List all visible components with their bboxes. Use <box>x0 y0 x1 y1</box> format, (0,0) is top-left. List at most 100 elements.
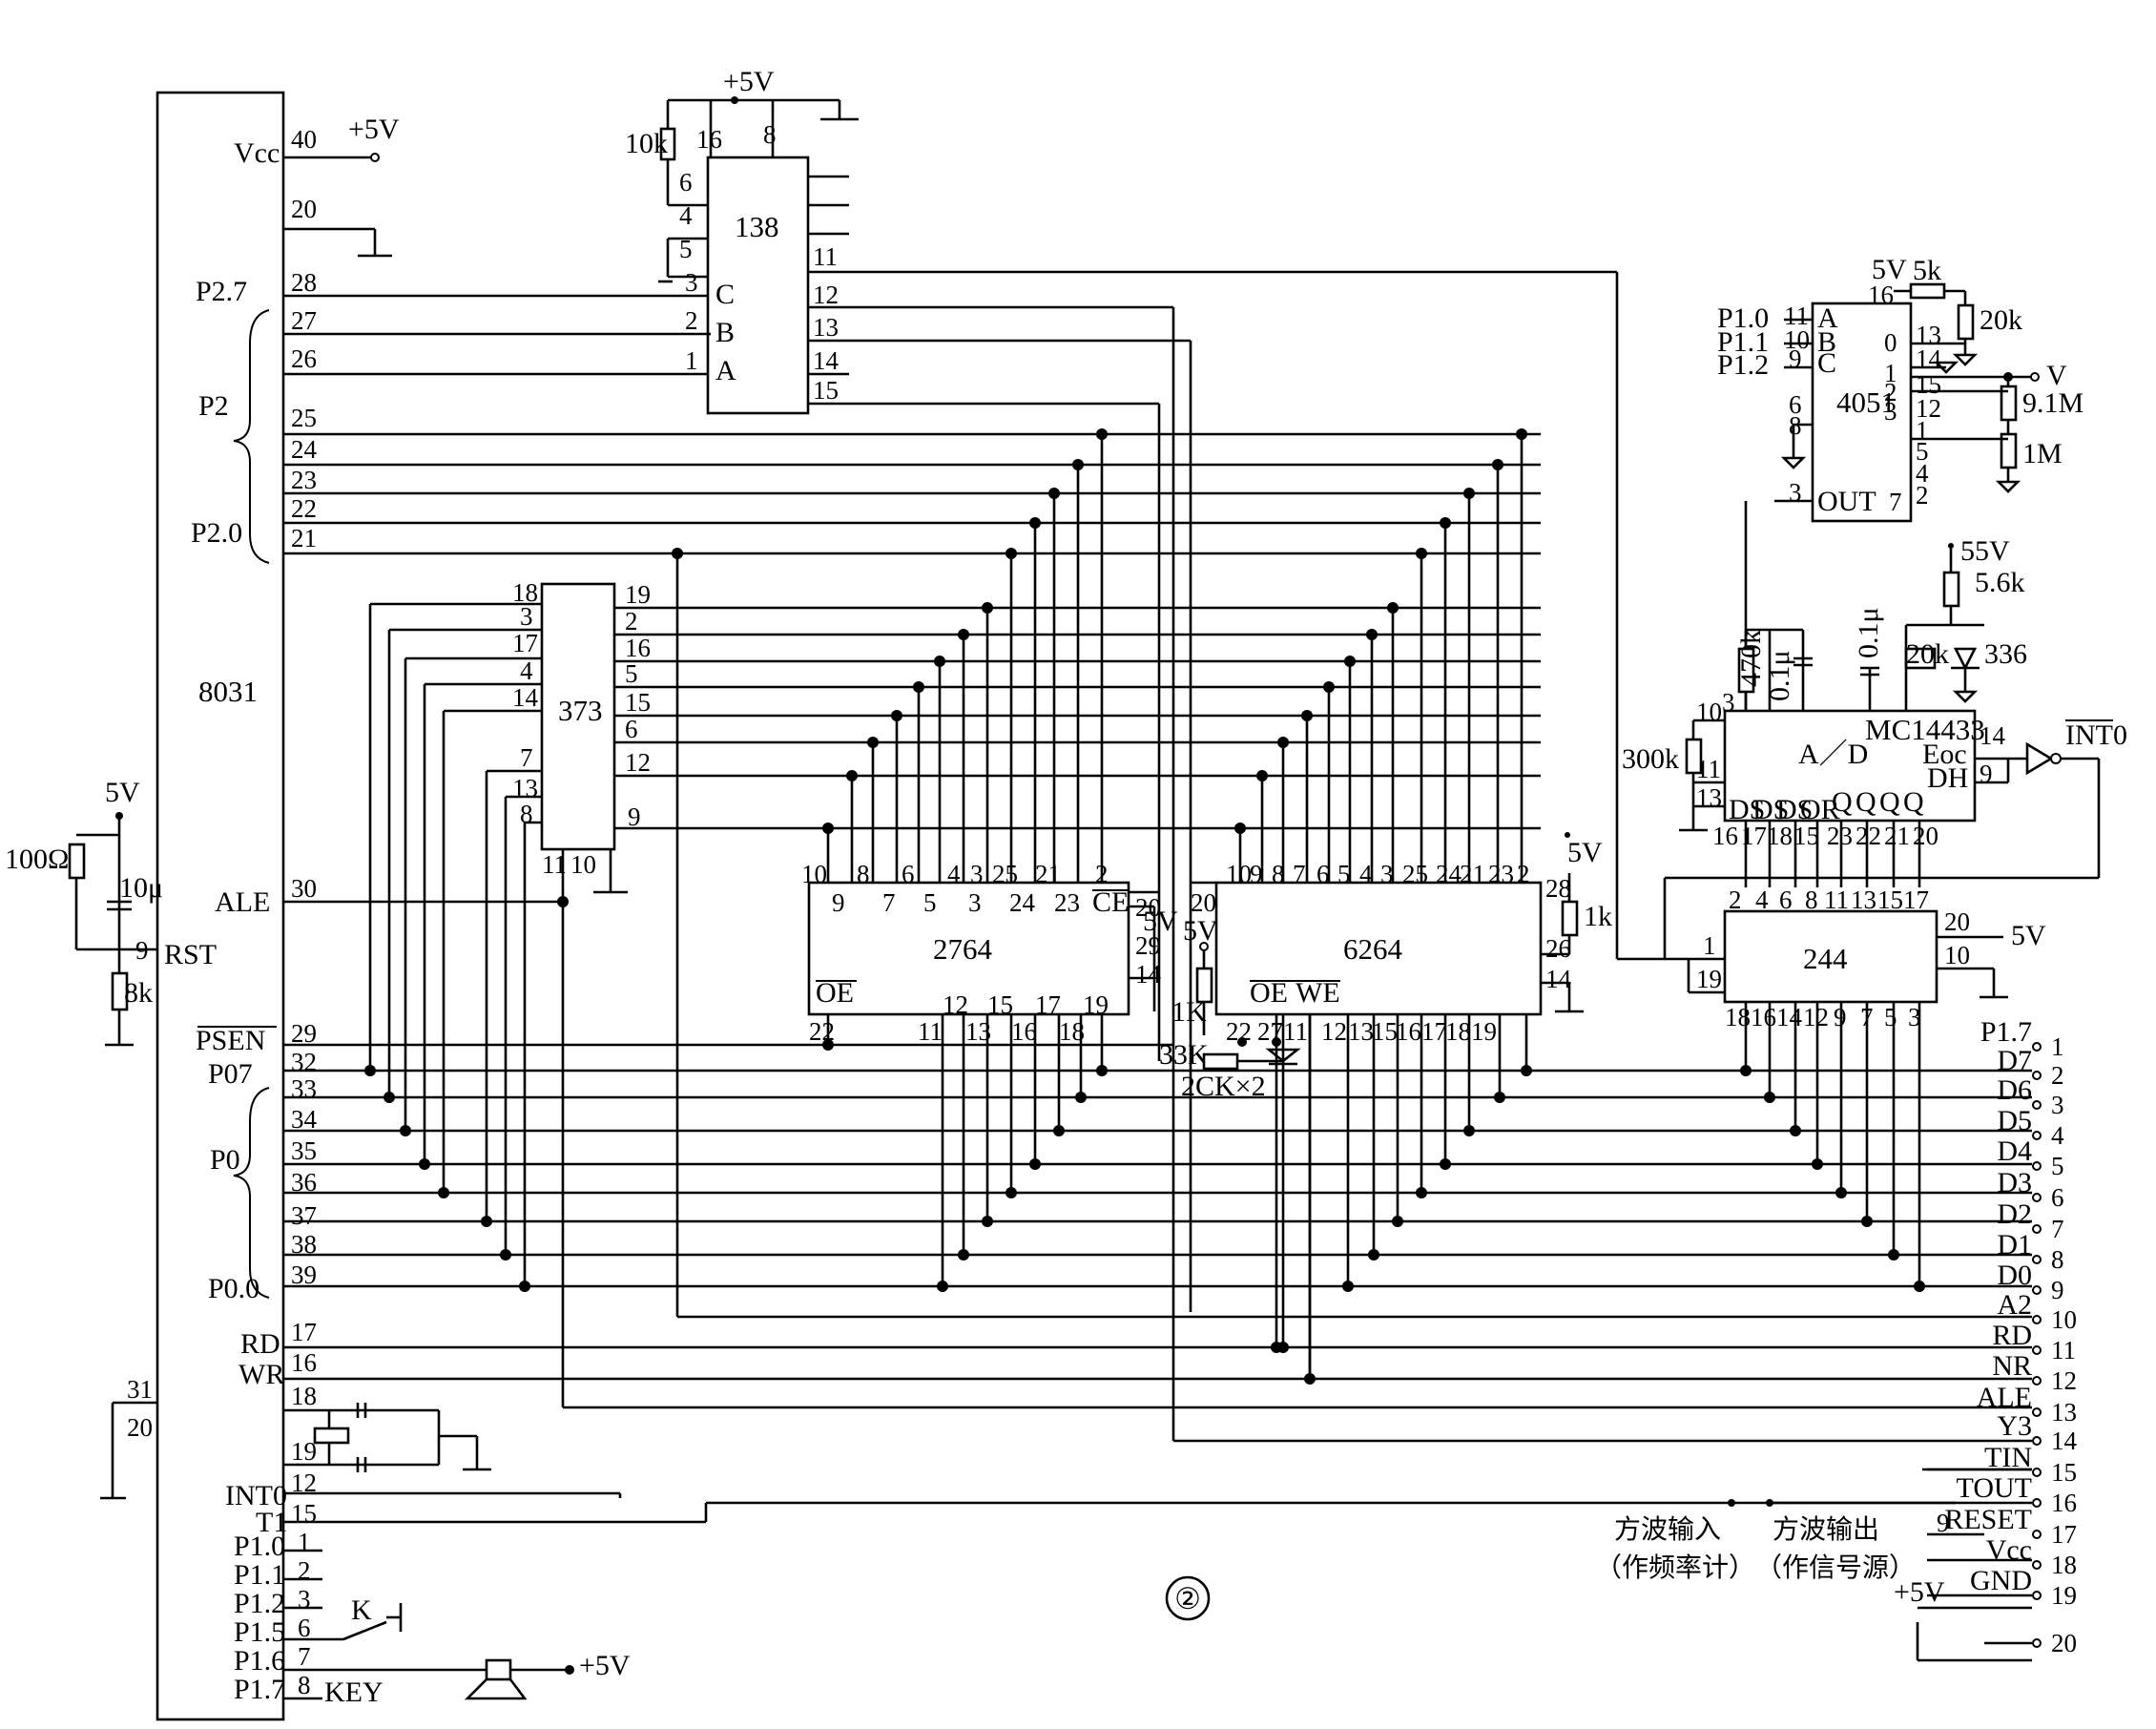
mcu-p2-label: P2 <box>198 390 229 422</box>
mcu-p27-label: P2.7 <box>196 276 247 307</box>
svg-text:8: 8 <box>763 120 777 149</box>
connector-terminal-3 <box>2032 1100 2042 1110</box>
mcu-p15-label: P1.5 <box>234 1616 285 1648</box>
connector-terminal-17 <box>2032 1530 2042 1539</box>
svg-text:1K: 1K <box>1171 996 1207 1028</box>
svg-text:33: 33 <box>291 1074 317 1103</box>
connector-label-4: D5 <box>1997 1105 2032 1136</box>
adc-14433: MC14433 A／D Eoc DH DS DS DS OR Q Q Q Q 1… <box>1622 535 2127 959</box>
mcu-p0-label: P0 <box>210 1144 240 1176</box>
svg-text:15: 15 <box>1877 885 1903 914</box>
svg-text:18: 18 <box>1445 1017 1471 1046</box>
svg-text:6: 6 <box>298 1614 311 1642</box>
svg-text:20: 20 <box>1191 888 1216 917</box>
svg-text:12: 12 <box>1321 1017 1347 1046</box>
svg-text:5.6k: 5.6k <box>1975 567 2025 598</box>
connector-pin-12: 12 <box>2051 1366 2077 1395</box>
svg-text:37: 37 <box>291 1201 317 1230</box>
svg-text:22: 22 <box>291 494 317 523</box>
svg-text:26: 26 <box>291 344 317 373</box>
svg-text:14: 14 <box>512 683 539 712</box>
connector-label-18: Vcc <box>1986 1534 2032 1566</box>
svg-text:9: 9 <box>832 888 845 917</box>
svg-text:21: 21 <box>1884 822 1910 850</box>
mcu-8031-label: 8031 <box>198 675 258 708</box>
svg-text:28: 28 <box>1545 874 1571 903</box>
svg-text:24: 24 <box>1009 888 1036 917</box>
svg-text:15: 15 <box>625 688 651 717</box>
svg-text:10: 10 <box>1226 860 1252 888</box>
connector-label-13: ALE <box>1977 1382 2032 1413</box>
connector-pin-3: 3 <box>2051 1091 2064 1119</box>
svg-text:40: 40 <box>291 125 317 154</box>
svg-text:11: 11 <box>813 242 838 271</box>
decoder-138: 138 C B A 16 8 6 4 5 3 2 1 11 12 13 14 1… <box>625 66 1619 1441</box>
mux-4051: 4051 A B C OUT P1.0 P1.1 P1.2 16 11 10 9… <box>1717 254 2083 735</box>
connector-terminal-9 <box>2032 1285 2042 1295</box>
svg-text:5V: 5V <box>105 777 140 808</box>
latch-373-label: 373 <box>558 694 603 727</box>
svg-text:2: 2 <box>1729 885 1742 914</box>
svg-text:4: 4 <box>1359 860 1373 888</box>
adc-14433-body <box>1723 709 1977 823</box>
svg-text:26: 26 <box>1545 934 1571 963</box>
connector-terminal-15 <box>2032 1468 2042 1477</box>
p0-brace <box>233 1087 270 1299</box>
svg-text:14: 14 <box>1776 1003 1803 1031</box>
connector-terminal-5 <box>2032 1161 2042 1171</box>
svg-text:16: 16 <box>1396 1017 1421 1046</box>
mcu-p10-label: P1.0 <box>234 1531 285 1562</box>
connector-pin-17: 17 <box>2051 1520 2077 1549</box>
decoder-138-label: 138 <box>735 210 779 243</box>
connector-terminal-1 <box>2032 1042 2042 1052</box>
svg-text:23: 23 <box>291 466 317 494</box>
connector-pin-15: 15 <box>2051 1458 2077 1487</box>
svg-text:15: 15 <box>1793 822 1819 850</box>
svg-text:3: 3 <box>520 602 533 631</box>
svg-text:31: 31 <box>127 1375 153 1404</box>
p0-bus-wires <box>283 548 2032 1645</box>
svg-text:25: 25 <box>1402 860 1428 888</box>
decoder-138-body <box>706 156 810 415</box>
mcu-int-label: INT0 <box>225 1480 287 1511</box>
svg-text:7: 7 <box>298 1642 311 1671</box>
connector-pin-6: 6 <box>2051 1183 2064 1212</box>
svg-text:OR: OR <box>1800 794 1840 825</box>
svg-text:300k: 300k <box>1622 743 1679 775</box>
svg-text:4: 4 <box>1916 459 1929 488</box>
svg-text:16: 16 <box>1868 281 1894 309</box>
svg-text:10: 10 <box>570 850 596 879</box>
mcu-p16-label: P1.6 <box>234 1645 285 1677</box>
connector-pin-16: 16 <box>2051 1489 2077 1517</box>
connector-terminal-19 <box>2032 1591 2042 1600</box>
svg-text:3: 3 <box>1884 397 1897 426</box>
svg-text:DS: DS <box>1752 794 1789 825</box>
svg-text:P1.0: P1.0 <box>1717 302 1769 334</box>
mcu-8031: 8031 Vcc RST ALE PSEN P07 P0 P0.0 P2.7 P… <box>127 91 384 1721</box>
svg-text:DH: DH <box>1927 762 1968 794</box>
mux-4051-body <box>1811 302 1913 523</box>
svg-text:OE: OE <box>1250 977 1288 1009</box>
connector-pin-20: 20 <box>2051 1629 2077 1657</box>
svg-text:10μ: 10μ <box>119 872 163 904</box>
svg-text:13: 13 <box>1348 1017 1374 1046</box>
svg-text:8: 8 <box>520 800 533 828</box>
svg-text:6: 6 <box>902 860 915 888</box>
svg-text:17: 17 <box>1421 1017 1447 1046</box>
svg-text:WE: WE <box>1296 977 1340 1009</box>
svg-text:336: 336 <box>1984 638 2027 670</box>
svg-text:2: 2 <box>298 1556 311 1585</box>
svg-text:0: 0 <box>1884 328 1897 357</box>
svg-text:39: 39 <box>291 1260 317 1289</box>
svg-text:15: 15 <box>813 376 839 405</box>
svg-text:3: 3 <box>968 888 982 917</box>
svg-text:29: 29 <box>1135 931 1161 960</box>
svg-text:20: 20 <box>291 195 317 223</box>
svg-text:23: 23 <box>1827 822 1853 850</box>
svg-text:9: 9 <box>628 802 641 831</box>
buffer-244: 244 2 4 6 8 11 13 15 17 18 16 14 12 9 7 … <box>1617 885 2046 1292</box>
svg-text:5: 5 <box>1916 437 1929 466</box>
svg-text:2CK×2: 2CK×2 <box>1181 1071 1266 1102</box>
svg-text:17: 17 <box>291 1318 317 1346</box>
